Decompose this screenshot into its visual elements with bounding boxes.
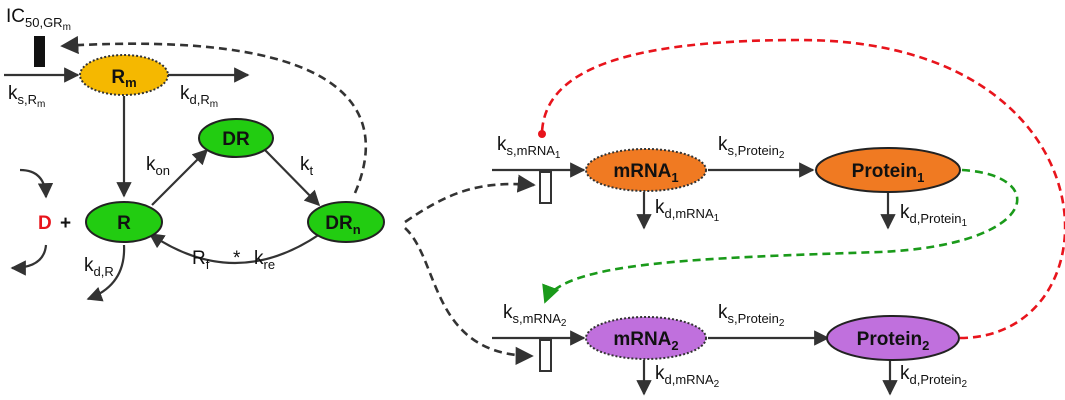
- transduction-box-2: [539, 339, 552, 372]
- node-protein1-label: Protein1: [852, 161, 925, 185]
- label-kd-protein2: kd,Protein2: [900, 363, 968, 390]
- label-star: *: [233, 248, 241, 269]
- transduction-box-1: [539, 171, 552, 204]
- label-kd-protein1: kd,Protein1: [900, 202, 968, 229]
- node-protein1-shape: [815, 147, 961, 193]
- ic50-block: [34, 36, 45, 67]
- dashed-links: [60, 35, 1065, 365]
- node-mrna1-shape: [585, 148, 707, 192]
- label-kre: kre: [254, 248, 275, 272]
- arrow-r-degradation: [86, 244, 126, 302]
- arrow-dr-to-drn: [264, 149, 321, 207]
- drug-label: D: [38, 213, 52, 234]
- node-dr: DR: [198, 118, 274, 158]
- node-drn-shape: [307, 201, 385, 243]
- drug-plus: +: [60, 213, 71, 234]
- label-ic50: IC50,GRm: [6, 6, 71, 33]
- dashed-drn-to-ic50: [60, 35, 368, 194]
- dashed-drn-to-mrna1: [404, 174, 536, 224]
- node-drn: DRn: [307, 201, 385, 243]
- node-mrna2: mRNA2: [585, 316, 707, 360]
- label-kd-mrna1: kd,mRNA1: [655, 197, 720, 224]
- arrow-r-to-dr: [151, 148, 209, 206]
- node-protein2-label: Protein2: [857, 329, 930, 353]
- node-drn-label: DRn: [325, 213, 360, 237]
- node-mrna1: mRNA1: [585, 148, 707, 192]
- label-ks-mrna1: ks,mRNA1: [497, 134, 561, 161]
- node-protein1: Protein1: [815, 147, 961, 193]
- rate-labels: IC50,GRm ks,Rm kd,Rm kon kt kd,R Rf * kr…: [6, 6, 968, 390]
- node-dr-label: DR: [222, 129, 250, 150]
- arrows-left: [4, 67, 321, 302]
- node-r: R: [85, 201, 163, 243]
- label-ks-protein-bottom: ks,Protein2: [718, 302, 785, 329]
- node-protein2: Protein2: [826, 315, 960, 361]
- arrow-drn-recycle: [148, 233, 321, 265]
- arrow-drug-in: [19, 168, 54, 199]
- dashed-protein1-to-mrna2-green: [542, 168, 1019, 304]
- node-mrna1-label: mRNA1: [613, 161, 678, 185]
- node-rm-label: Rm: [111, 67, 136, 90]
- node-mrna2-label: mRNA2: [613, 329, 678, 353]
- label-kt: kt: [300, 154, 314, 178]
- node-mrna2-shape: [585, 316, 707, 360]
- dashed-protein2-to-mrna1-red: [540, 38, 1065, 340]
- node-r-shape: [85, 201, 163, 243]
- node-rm-shape: [79, 54, 169, 96]
- node-dr-shape: [198, 118, 274, 158]
- label-ks-rm: ks,Rm: [8, 83, 45, 110]
- arrows-right: [492, 162, 898, 396]
- label-kon: kon: [146, 154, 170, 178]
- label-kdr: kd,R: [84, 255, 114, 279]
- label-ks-protein-top: ks,Protein2: [718, 134, 785, 161]
- node-rm: Rm: [79, 54, 169, 96]
- node-protein2-shape: [826, 315, 960, 361]
- node-r-label: R: [117, 213, 131, 234]
- dashed-drn-to-mrna2: [404, 227, 534, 365]
- label-rf: Rf: [192, 248, 210, 272]
- red-inhibition-dot: [538, 130, 546, 138]
- label-ks-mrna2: ks,mRNA2: [503, 302, 567, 329]
- arrow-drug-out: [10, 244, 48, 276]
- label-kd-mrna2: kd,mRNA2: [655, 363, 720, 390]
- label-kd-rm: kd,Rm: [180, 83, 218, 110]
